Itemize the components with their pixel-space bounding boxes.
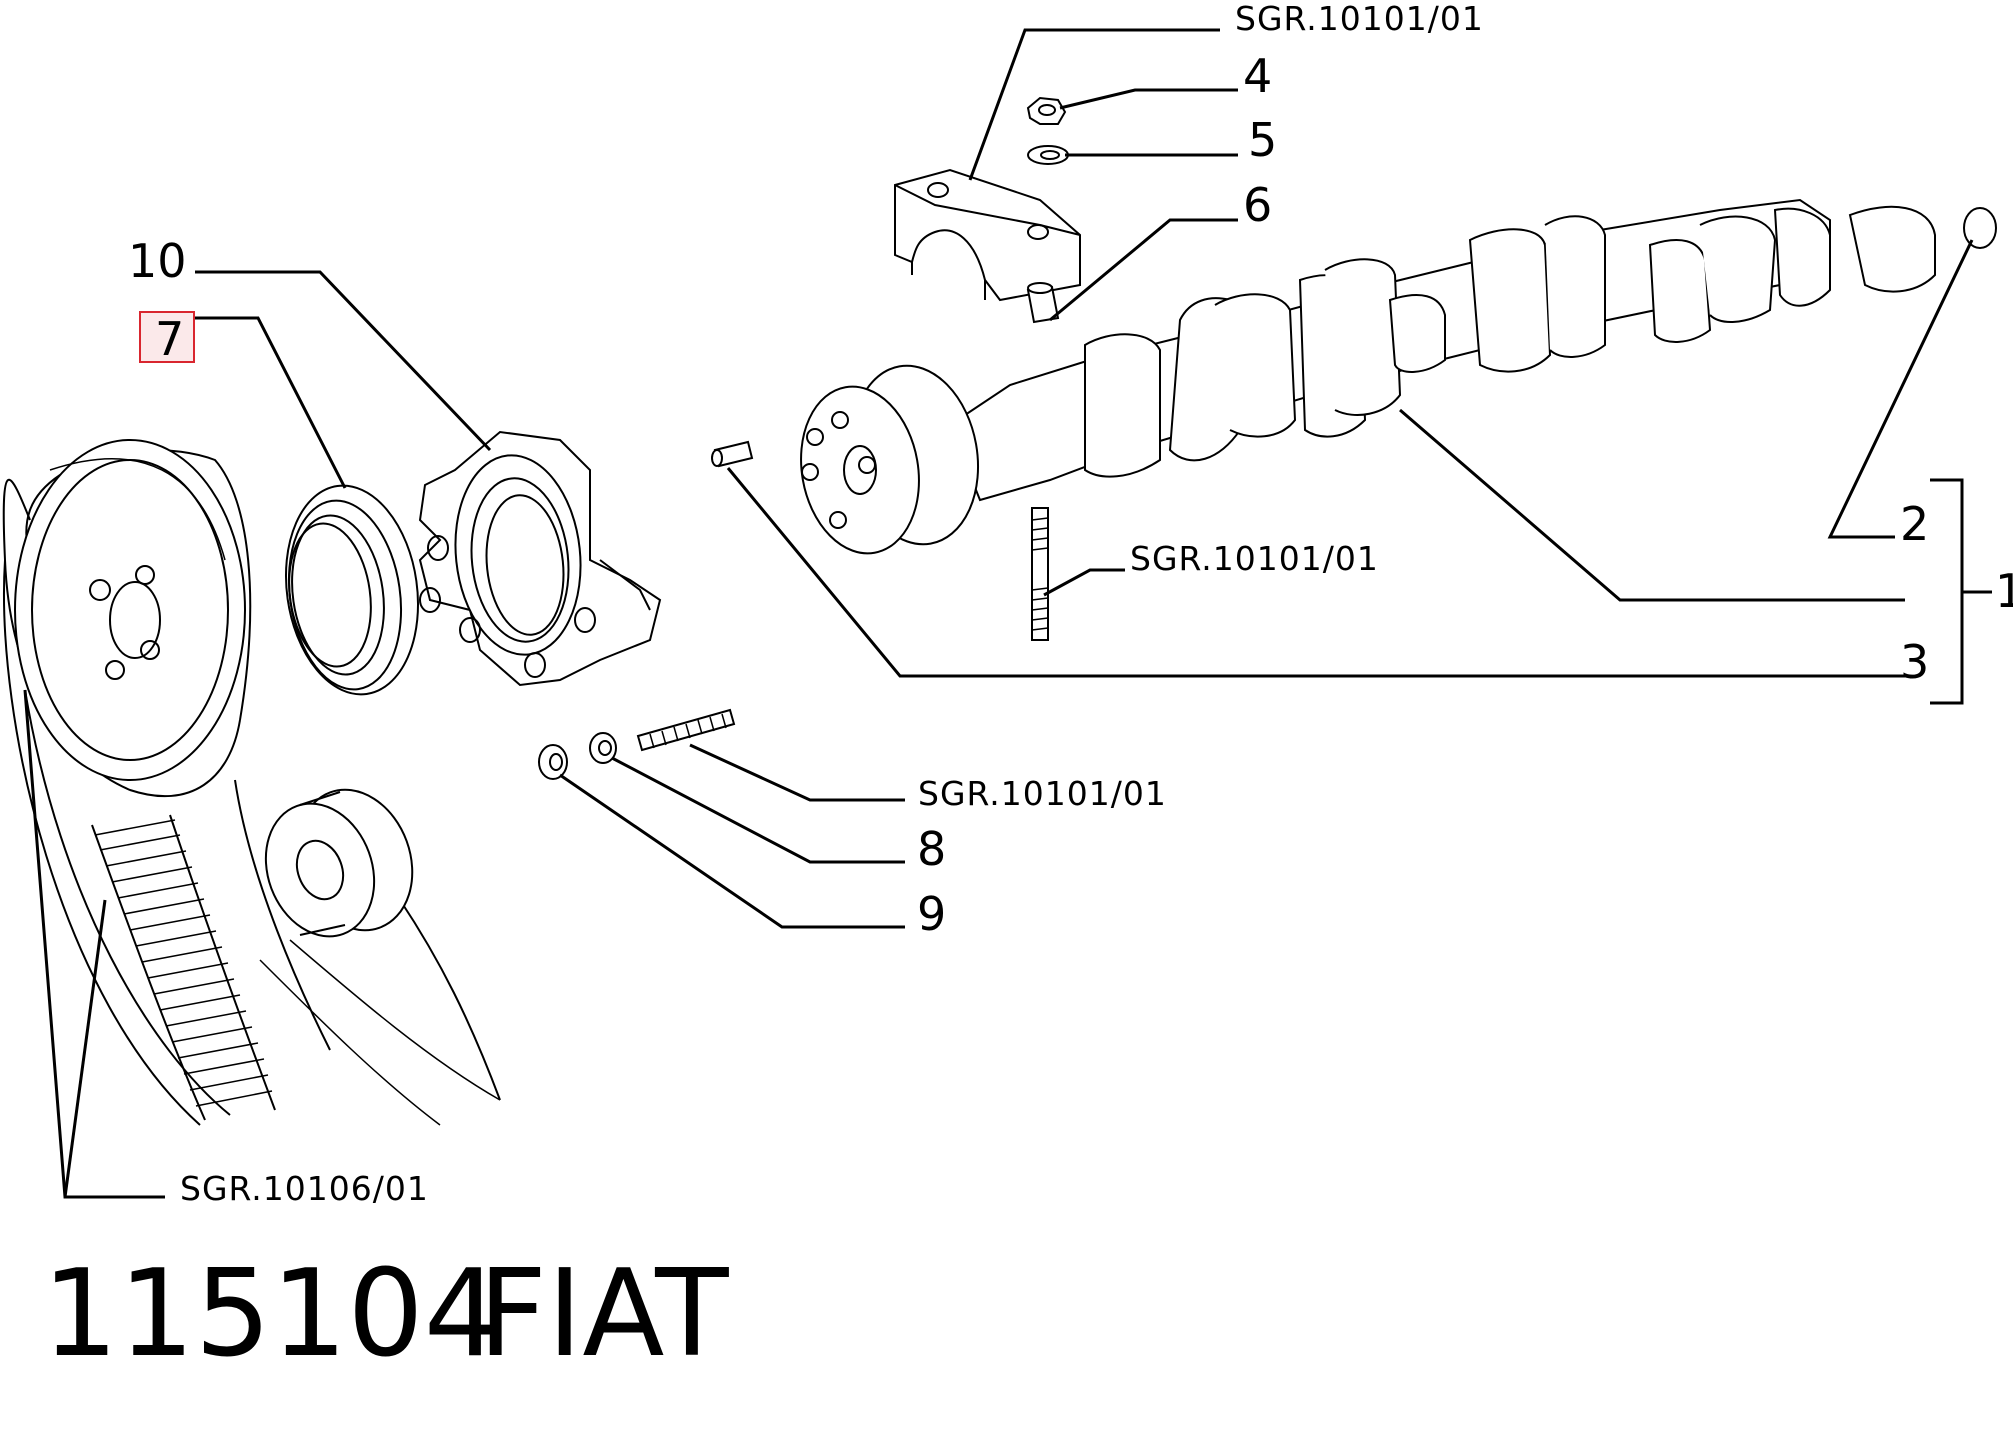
leader-lines bbox=[23, 28, 1992, 1199]
callout-9: 9 bbox=[917, 887, 946, 941]
camshaft-drawing bbox=[800, 198, 1997, 555]
callout-10: 10 bbox=[128, 234, 187, 288]
bolt-set-drawing bbox=[538, 708, 736, 780]
callout-4: 4 bbox=[1243, 49, 1272, 103]
pin-drawing bbox=[711, 440, 754, 468]
nut-washer-drawing bbox=[1026, 96, 1069, 165]
callout-6: 6 bbox=[1243, 178, 1272, 232]
callout-1: 1 bbox=[1995, 564, 2013, 618]
belt-reference-label: SGR.10106/01 bbox=[180, 1169, 429, 1208]
callout-2: 2 bbox=[1900, 497, 1929, 551]
belt-teeth bbox=[91, 814, 276, 1121]
bearing-cap-drawing bbox=[894, 168, 1081, 302]
front-cover-drawing bbox=[418, 430, 662, 687]
cam-pulley bbox=[14, 439, 246, 781]
timing-belt-drawing bbox=[2, 439, 501, 1126]
bolt-reference-label: SGR.10101/01 bbox=[918, 774, 1167, 813]
stud-reference-label: SGR.10101/01 bbox=[1130, 539, 1379, 578]
footer: 115104 FIAT bbox=[42, 1245, 729, 1384]
callout-labels: SGR.10101/01 4 5 6 10 7 2 1 3 SGR.10101/… bbox=[128, 0, 2013, 1208]
callout-8: 8 bbox=[917, 822, 946, 876]
dowel-drawing bbox=[1026, 282, 1060, 324]
callout-3: 3 bbox=[1900, 635, 1929, 689]
cap-reference-label: SGR.10101/01 bbox=[1235, 0, 1484, 38]
callout-7-highlight bbox=[139, 311, 195, 363]
brand-name: FIAT bbox=[478, 1245, 729, 1384]
callout-7: 7 bbox=[155, 312, 184, 366]
oil-seal-drawing bbox=[284, 484, 420, 696]
stud-drawing bbox=[1031, 507, 1049, 641]
part-number: 115104 bbox=[42, 1245, 500, 1384]
callout-5: 5 bbox=[1248, 113, 1277, 167]
tensioner-roller bbox=[264, 788, 414, 938]
